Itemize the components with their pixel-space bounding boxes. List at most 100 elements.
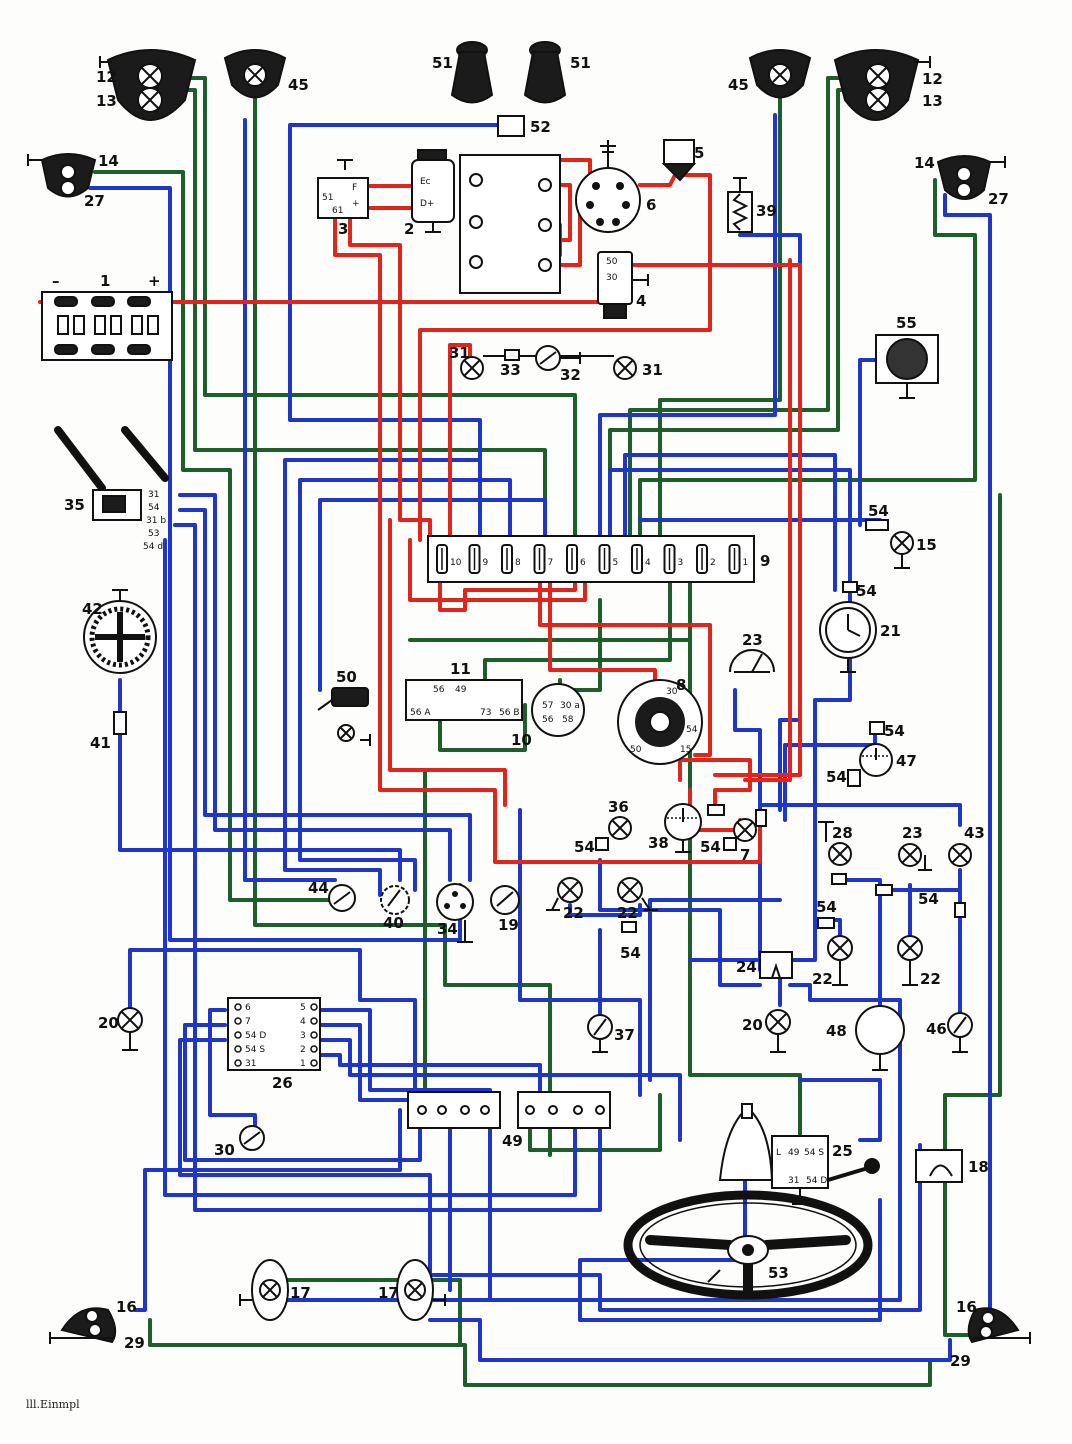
blue-wire <box>133 1108 402 1312</box>
fuse: 9 <box>468 544 489 574</box>
lamp-7 <box>733 818 757 842</box>
horn-relay <box>497 115 525 137</box>
label-54-d: 54 <box>826 768 847 786</box>
label-43: 43 <box>964 824 985 842</box>
label-48: 48 <box>826 1022 847 1040</box>
red-wire <box>538 578 712 757</box>
label-38: 38 <box>648 834 669 852</box>
column-term-54d: 54 D <box>806 1176 827 1186</box>
battery-plus: + <box>148 272 161 290</box>
label-6: 6 <box>646 196 656 214</box>
label-31-right: 31 <box>642 361 663 379</box>
label-47: 47 <box>896 752 917 770</box>
label-25: 25 <box>832 1142 853 1160</box>
label-23-top: 23 <box>742 631 763 649</box>
label-20-left: 20 <box>98 1014 119 1032</box>
fuse-54-a <box>865 519 889 531</box>
terminal-label: 31 <box>245 1059 256 1069</box>
lamp-20-left <box>117 1007 143 1051</box>
label-18: 18 <box>968 1158 989 1176</box>
label-35: 35 <box>64 496 85 514</box>
green-wire <box>148 1318 932 1387</box>
blue-wire <box>838 878 882 1032</box>
terminal <box>310 1017 318 1025</box>
label-34: 34 <box>437 920 458 938</box>
fuse-small-38 <box>707 804 725 816</box>
reg-term-61: 61 <box>332 206 343 216</box>
panel-lamp-left <box>460 356 484 380</box>
label-54-j: 54 <box>816 898 837 916</box>
terminal <box>234 1059 242 1067</box>
wiper-term-54d: 54 d <box>143 542 163 552</box>
green-wire <box>608 88 847 542</box>
label-17-left: 17 <box>290 1284 311 1302</box>
blue-wire <box>178 493 452 882</box>
blue-wire <box>578 1198 882 1322</box>
label-14-left: 14 <box>98 152 119 170</box>
switch-30 <box>239 1125 265 1151</box>
label-31-left: 31 <box>449 344 470 362</box>
blue-wire <box>298 478 512 892</box>
fuse: 6 <box>566 544 586 574</box>
wiper-term-31: 31 <box>148 490 159 500</box>
label-19: 19 <box>498 916 519 934</box>
label-26: 26 <box>272 1074 293 1092</box>
label-22-right-b: 22 <box>920 970 941 988</box>
fog-lamp-left <box>223 49 287 99</box>
panel-lamp-right <box>613 356 637 380</box>
fuse: 4 <box>631 544 651 574</box>
fuse-number: 4 <box>645 558 651 568</box>
blue-wire <box>758 803 962 827</box>
headlamp-right <box>833 49 931 121</box>
fuse-number: 2 <box>710 558 716 568</box>
green-wire <box>638 178 977 542</box>
label-27-left: 27 <box>84 192 105 210</box>
switch-19 <box>490 885 520 915</box>
starter-motor: 50 30 <box>597 251 649 319</box>
lamp-22-mid-b <box>617 877 658 911</box>
label-50: 50 <box>336 668 357 686</box>
label-1: 1 <box>100 272 110 290</box>
green-wire <box>483 553 672 682</box>
green-wire <box>253 93 552 1157</box>
fuse-small-7 <box>755 809 767 827</box>
relay-term-56a: 56 A <box>410 708 431 718</box>
blue-wire <box>568 903 642 917</box>
label-54-b: 54 <box>856 582 877 600</box>
door-switch <box>317 687 371 746</box>
label-54-i: 54 <box>918 890 939 908</box>
fuse-number: 10 <box>450 558 462 568</box>
label-45-right: 45 <box>728 76 749 94</box>
heater-fan <box>83 589 157 674</box>
fuse-number: 6 <box>580 558 586 568</box>
headlamp-left <box>99 49 197 121</box>
fuse-33 <box>504 349 520 361</box>
wiper-term-31b: 31 b <box>146 516 166 526</box>
label-54-a: 54 <box>868 502 889 520</box>
red-wire <box>348 213 432 542</box>
label-30: 30 <box>214 1141 235 1159</box>
label-41: 41 <box>90 734 111 752</box>
column-switch: L 49 54 S 31 54 D <box>771 1135 880 1205</box>
fuse-number: 1 <box>743 558 749 568</box>
fuse-number: 3 <box>678 558 684 568</box>
label-46: 46 <box>926 1020 947 1038</box>
blue-wire <box>428 1318 952 1362</box>
sender-37 <box>587 1014 613 1053</box>
label-11: 11 <box>450 660 471 678</box>
fuse-number: 9 <box>483 558 489 568</box>
fuse: 1 <box>728 544 749 574</box>
blue-wire <box>283 458 482 897</box>
red-wire <box>638 173 677 187</box>
steering-wheel <box>623 1190 873 1300</box>
reg-term-51: 51 <box>322 193 333 203</box>
red-wire <box>743 258 792 782</box>
gauge-47 <box>859 743 893 777</box>
rear-lamp-right <box>967 1307 1031 1344</box>
label-20-right: 20 <box>742 1016 763 1034</box>
switch-term-57: 57 <box>542 701 553 711</box>
blue-wire <box>243 118 337 882</box>
terminal <box>310 1003 318 1011</box>
light-relay: 56 A 56 49 73 56 B <box>405 679 523 721</box>
